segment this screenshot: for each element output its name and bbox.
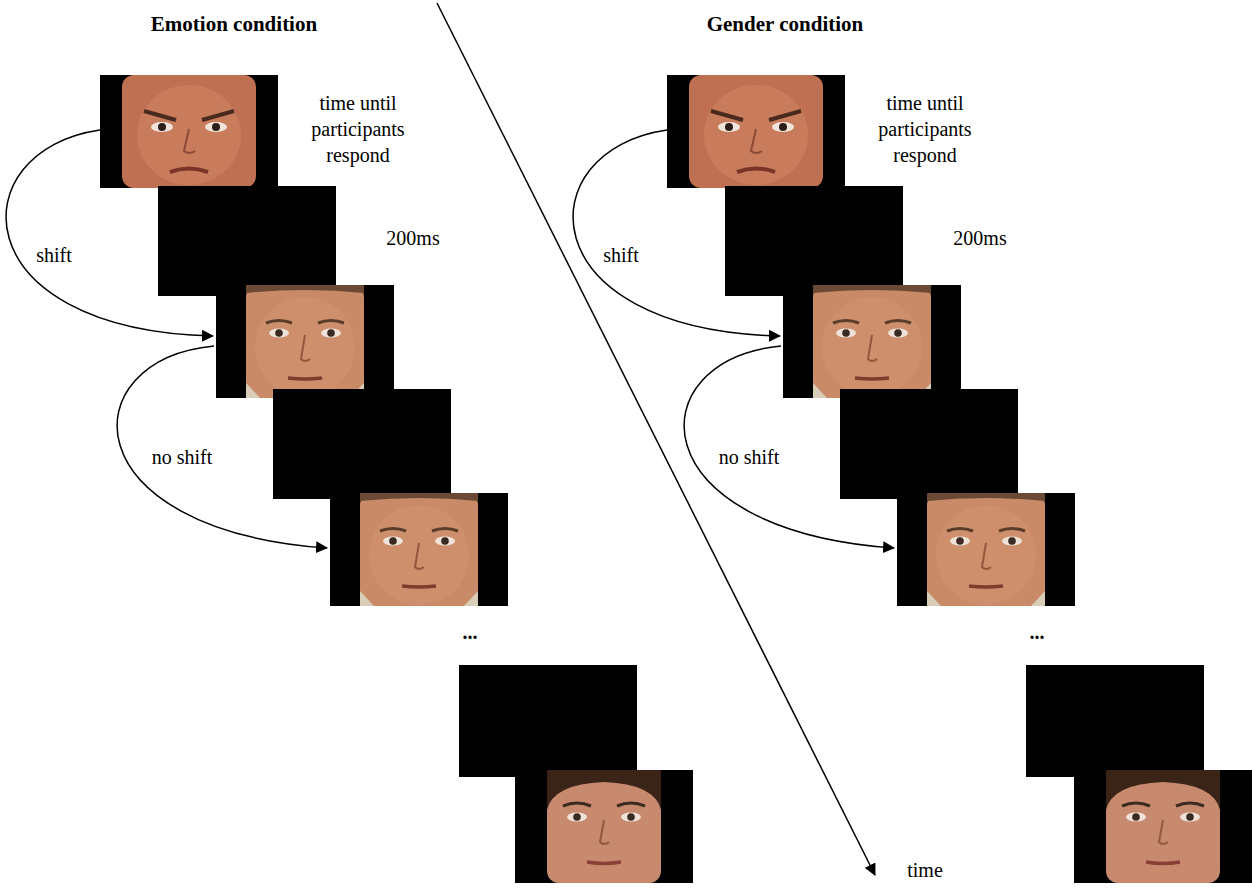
face-stimulus [667,75,845,188]
blank-screen [725,186,903,296]
time-axis [437,3,875,875]
face-stimulus [1074,770,1252,883]
blank-screen [158,186,336,296]
blank-screen [459,665,637,777]
ellipsis: ... [463,620,478,644]
timing-note: time until participants respond [296,90,421,168]
shift-arrow [573,130,780,336]
face-stimulus [216,285,394,398]
transition-label: shift [36,243,72,267]
transition-label: no shift [152,445,213,469]
axis-label: time [907,858,943,882]
transition-label: no shift [719,445,780,469]
blank-screen [1026,665,1204,777]
shift-arrow [6,130,213,336]
timing-note: 200ms [953,226,1006,250]
emotion-sequence [6,75,693,883]
gender-sequence [573,75,1252,883]
blank-screen [273,389,451,499]
transition-label: shift [603,243,639,267]
face-stimulus [100,75,278,188]
panel-heading: Emotion condition [151,12,317,36]
no-shift-arrow [117,346,327,548]
face-stimulus [515,770,693,883]
panel-heading: Gender condition [707,12,864,36]
ellipsis: ... [1030,620,1045,644]
no-shift-arrow [684,346,894,548]
blank-screen [840,389,1018,499]
face-stimulus [783,285,961,398]
timing-note: 200ms [386,226,439,250]
face-stimulus [330,493,508,606]
timing-note: time until participants respond [863,90,988,168]
face-stimulus [897,493,1075,606]
